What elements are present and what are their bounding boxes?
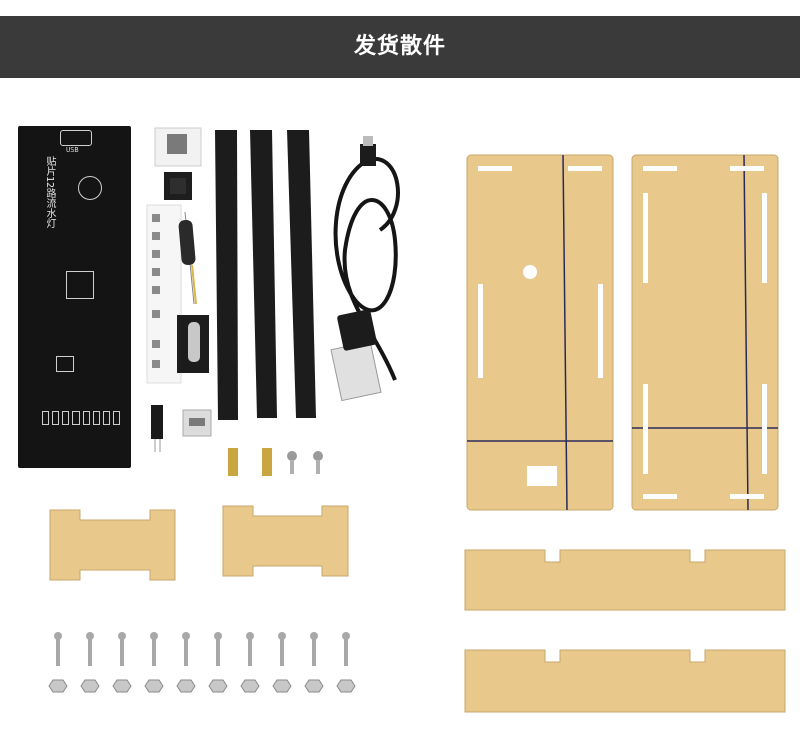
- acrylic-end-panel-left: [49, 509, 176, 581]
- electrolytic-capacitor: [151, 405, 163, 452]
- resistor-row: [42, 411, 120, 425]
- switch-footprint: [56, 356, 74, 372]
- mini-usb-socket: [182, 409, 212, 437]
- pcb-usb-label: USB: [66, 146, 79, 154]
- pcb-board: USB 贴片12路流水灯: [18, 126, 131, 468]
- smd-resistor-strip: [146, 204, 182, 384]
- brass-standoffs: [228, 448, 272, 476]
- pcb-title-label: 贴片12路流水灯: [44, 156, 55, 229]
- title-banner: 发货散件: [0, 16, 800, 78]
- nut-row: [48, 679, 356, 693]
- screw-row: [54, 632, 350, 666]
- acrylic-end-panel-right: [222, 505, 349, 577]
- acrylic-panel-top: [466, 154, 614, 511]
- mini-usb-plug: [360, 136, 376, 166]
- smd-ic-chip: [164, 172, 192, 200]
- banner-title: 发货散件: [353, 34, 446, 59]
- usb-cable: [333, 156, 400, 381]
- usb-port-outline: [60, 130, 92, 146]
- led-tape-1: [215, 130, 238, 420]
- led-tape-3: [287, 130, 316, 418]
- crystal-oscillator: [177, 315, 209, 373]
- plastic-component-box: [154, 127, 202, 167]
- led-tape-2: [250, 130, 277, 418]
- acrylic-panel-bottom: [631, 154, 779, 511]
- mcu-footprint: [66, 271, 94, 299]
- capacitor-outline: [78, 176, 102, 200]
- acrylic-side-panel-2: [464, 649, 786, 713]
- short-screws: [287, 451, 323, 474]
- acrylic-side-panel-1: [464, 549, 786, 611]
- usb-a-plug: [330, 309, 382, 402]
- tilt-switch: [178, 211, 197, 305]
